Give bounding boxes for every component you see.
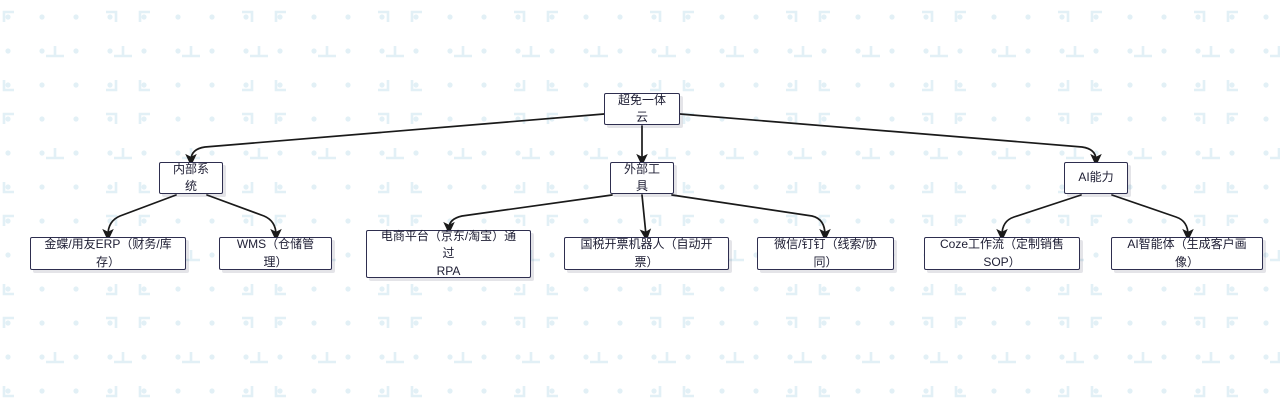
- node-erp[interactable]: 金蝶/用友ERP（财务/库存）: [30, 237, 186, 270]
- node-external-tools-label: 外部工具: [623, 161, 660, 193]
- node-wms[interactable]: WMS（仓储管理）: [219, 237, 332, 270]
- node-root[interactable]: 超免一体云: [604, 93, 680, 125]
- edge-ai-agent: [1111, 194, 1194, 242]
- edge-external-wechat: [671, 194, 831, 242]
- node-wms-label: WMS（仓储管理）: [236, 237, 315, 269]
- node-internal-systems-label: 内部系统: [172, 161, 209, 193]
- node-tax-invoice-robot[interactable]: 国税开票机器人（自动开票）: [564, 237, 729, 270]
- node-coze-workflow-label: Coze工作流（定制销售SOP）: [939, 237, 1064, 269]
- node-root-label: 超免一体云: [617, 92, 666, 124]
- edge-external-ecommerce: [443, 194, 613, 235]
- node-ecommerce-rpa-label: 电商平台（京东/淘宝）通过 RPA: [380, 228, 517, 278]
- node-ecommerce-rpa[interactable]: 电商平台（京东/淘宝）通过 RPA: [366, 228, 531, 278]
- edge-external-tax: [639, 194, 652, 242]
- node-tax-invoice-robot-label: 国税开票机器人（自动开票）: [580, 237, 713, 269]
- node-ai-agent[interactable]: AI智能体（生成客户画像）: [1111, 237, 1263, 270]
- node-wechat-dingtalk[interactable]: 微信/钉钉（线索/协同）: [757, 237, 894, 270]
- edge-internal-wms: [206, 194, 282, 242]
- node-ai-capability-label: AI能力: [1078, 170, 1114, 185]
- node-external-tools[interactable]: 外部工具: [610, 162, 674, 194]
- node-coze-workflow[interactable]: Coze工作流（定制销售SOP）: [924, 237, 1080, 270]
- edge-root-ai: [679, 113, 1102, 167]
- node-internal-systems[interactable]: 内部系统: [159, 162, 223, 194]
- node-ai-capability[interactable]: AI能力: [1064, 162, 1128, 194]
- node-wechat-dingtalk-label: 微信/钉钉（线索/协同）: [774, 237, 877, 269]
- edge-internal-erp: [102, 194, 177, 242]
- node-ai-agent-label: AI智能体（生成客户画像）: [1127, 237, 1247, 269]
- node-erp-label: 金蝶/用友ERP（财务/库存）: [44, 237, 172, 269]
- edge-root-internal: [185, 113, 605, 167]
- edge-ai-coze: [996, 194, 1082, 242]
